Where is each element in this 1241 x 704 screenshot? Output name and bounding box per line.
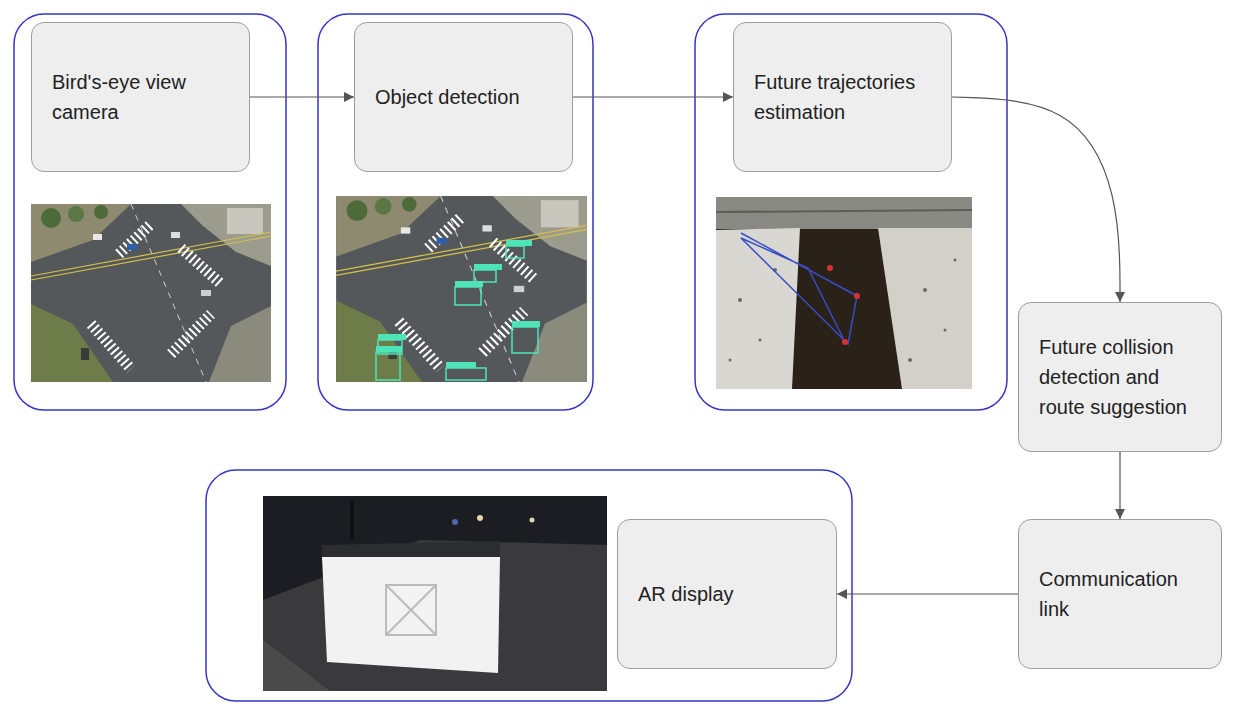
trajectory-photo bbox=[759, 339, 762, 342]
detection-photo bbox=[446, 368, 486, 380]
text-group: Future trajectories estimation bbox=[754, 67, 931, 127]
trajectory-photo bbox=[842, 339, 848, 345]
detection-photo bbox=[512, 327, 538, 353]
detection-photo bbox=[446, 362, 476, 368]
trajectory-photo bbox=[854, 293, 860, 299]
ar-photo bbox=[263, 496, 607, 691]
trajectory-photo bbox=[729, 359, 732, 362]
flow-arrow bbox=[837, 593, 1018, 594]
group-frame bbox=[14, 14, 1007, 701]
box-label: Object detection bbox=[375, 82, 520, 112]
detection-photo bbox=[474, 270, 496, 282]
detection-photo bbox=[474, 264, 502, 270]
flow-arrow bbox=[1119, 452, 1120, 519]
group-frame bbox=[14, 14, 286, 410]
detection-photo bbox=[336, 196, 587, 382]
ar-photo bbox=[263, 496, 607, 691]
trajectory-photo bbox=[716, 210, 972, 212]
ar-photo bbox=[263, 540, 607, 691]
text-group: Bird's-eye view camera bbox=[52, 67, 229, 127]
process-box: Future collision detection and route sug… bbox=[1018, 302, 1222, 452]
trajectory-photo bbox=[729, 259, 957, 363]
group-frame bbox=[206, 470, 852, 701]
ar-photo bbox=[386, 585, 436, 635]
trajectory-photo bbox=[738, 298, 742, 302]
detection-photo bbox=[506, 246, 524, 258]
box-label: Future collision detection and route sug… bbox=[1039, 332, 1201, 422]
trajectory-photo bbox=[878, 228, 972, 389]
text-group: Object detection bbox=[375, 82, 520, 112]
ar-photo bbox=[452, 519, 458, 525]
detection-photo bbox=[506, 240, 532, 246]
flow-arrow bbox=[952, 97, 1120, 302]
text-group: Communication link bbox=[1039, 564, 1201, 624]
ar-photo bbox=[322, 557, 500, 673]
trajectory-photo bbox=[716, 197, 972, 389]
ar-photo bbox=[477, 515, 483, 521]
group-frame bbox=[695, 14, 1007, 410]
ar-photo bbox=[386, 585, 436, 635]
trajectory-photo bbox=[908, 358, 912, 362]
flow-arrow bbox=[573, 96, 733, 97]
detection-photo bbox=[376, 352, 400, 380]
process-box: AR display bbox=[617, 519, 837, 669]
aerial-photo bbox=[31, 204, 271, 382]
ar-photo bbox=[322, 541, 500, 557]
flow-arrow bbox=[250, 96, 354, 97]
ar-photo bbox=[350, 500, 354, 540]
ar-photo bbox=[530, 518, 535, 523]
detection-photo bbox=[336, 196, 587, 382]
detection-photo bbox=[455, 287, 481, 305]
box-label: Communication link bbox=[1039, 564, 1201, 624]
text-group: Future collision detection and route sug… bbox=[1039, 332, 1201, 422]
detection-photo bbox=[378, 334, 406, 340]
box-label: Future trajectories estimation bbox=[754, 67, 931, 127]
process-box: Bird's-eye view camera bbox=[31, 22, 250, 172]
aerial-photo bbox=[31, 204, 271, 382]
detection-photo bbox=[376, 246, 538, 380]
trajectory-photo bbox=[741, 233, 857, 344]
box-label: AR display bbox=[638, 579, 734, 609]
ar-photo bbox=[263, 640, 330, 691]
process-box: Communication link bbox=[1018, 519, 1222, 669]
process-box: Future trajectories estimation bbox=[733, 22, 952, 172]
trajectory-photo bbox=[954, 259, 957, 262]
box-label: Bird's-eye view camera bbox=[52, 67, 229, 127]
ar-photo bbox=[386, 585, 436, 635]
trajectory-photo bbox=[716, 197, 972, 229]
detection-photo bbox=[376, 346, 402, 352]
detection-photo bbox=[455, 281, 483, 287]
trajectory-photo bbox=[716, 228, 800, 389]
ar-photo bbox=[386, 585, 436, 635]
trajectory-photo bbox=[716, 197, 972, 389]
trajectory-photo bbox=[827, 265, 833, 271]
detection-photo bbox=[376, 240, 540, 368]
process-box: Object detection bbox=[354, 22, 573, 172]
group-frame bbox=[318, 14, 593, 410]
trajectory-photo bbox=[923, 288, 927, 292]
detection-photo bbox=[512, 321, 540, 327]
trajectory-photo bbox=[944, 329, 947, 332]
text-group: AR display bbox=[638, 579, 734, 609]
